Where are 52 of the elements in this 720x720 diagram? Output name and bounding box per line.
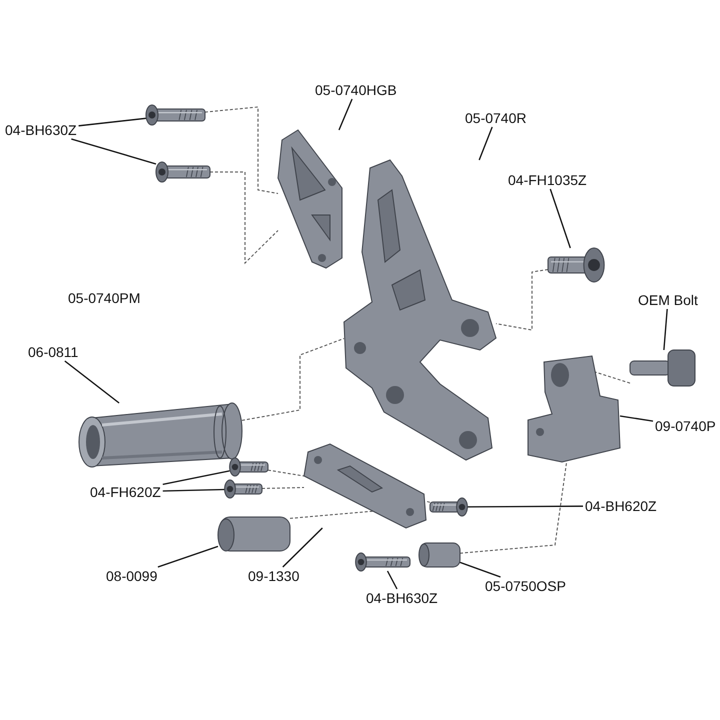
leader-line [162, 488, 225, 492]
part-number: 04-BH630Z [366, 590, 438, 606]
bolt-drawing [355, 552, 410, 572]
leader-line [478, 126, 493, 160]
leader-line [386, 570, 398, 590]
leader-line [550, 188, 571, 248]
bolt-drawing [548, 248, 605, 282]
part-number: 04-BH630Z [5, 122, 77, 138]
leader-line [64, 360, 120, 404]
part-number: 04-FH620Z [90, 484, 161, 500]
screw-drawing [229, 458, 268, 476]
leader-line [158, 546, 218, 568]
part-number: 06-0811 [28, 344, 78, 360]
assembly-line [594, 372, 630, 384]
part-number: 05-0740R [465, 110, 526, 126]
leader-line [467, 506, 583, 508]
part-number: 04-FH1035Z [508, 172, 587, 188]
part-number: 04-BH620Z [585, 498, 657, 514]
assembly-line [210, 172, 278, 264]
part-number: 05-0750OSP [485, 578, 566, 594]
bolt-drawing [146, 104, 206, 126]
part-number: 05-0740PM [68, 290, 140, 306]
leader-line [620, 415, 654, 422]
part-label: OEM Bolt [638, 292, 698, 308]
part-number: 05-0740HGB [315, 82, 397, 98]
leader-line [162, 470, 230, 486]
spacer-drawing [418, 542, 460, 568]
heel-guard-drawing [277, 129, 342, 269]
leader-line [282, 528, 323, 568]
leader-line [663, 308, 668, 350]
pivot-block-drawing [528, 355, 621, 463]
part-number: 09-0740P [655, 418, 716, 434]
spacer-drawing [218, 516, 290, 552]
tube-drawing [78, 402, 242, 468]
leader-line [71, 138, 156, 165]
assembly-line [496, 269, 548, 331]
part-number: 08-0099 [106, 568, 158, 584]
assembly-line [268, 470, 304, 476]
assembly-line [204, 106, 278, 194]
part-number: 09-1330 [248, 568, 300, 584]
leader-line [338, 98, 353, 130]
assembly-line [262, 487, 304, 489]
linkage-arm-drawing [303, 443, 427, 529]
bolt-drawing [430, 498, 468, 516]
bolt-drawing [630, 350, 696, 386]
leader-line [78, 118, 146, 126]
bolt-drawing [156, 162, 210, 182]
assembly-line [426, 500, 430, 503]
leader-line [460, 562, 501, 578]
assembly-line [460, 462, 568, 554]
screw-drawing [224, 480, 262, 498]
assembly-line [242, 338, 344, 421]
